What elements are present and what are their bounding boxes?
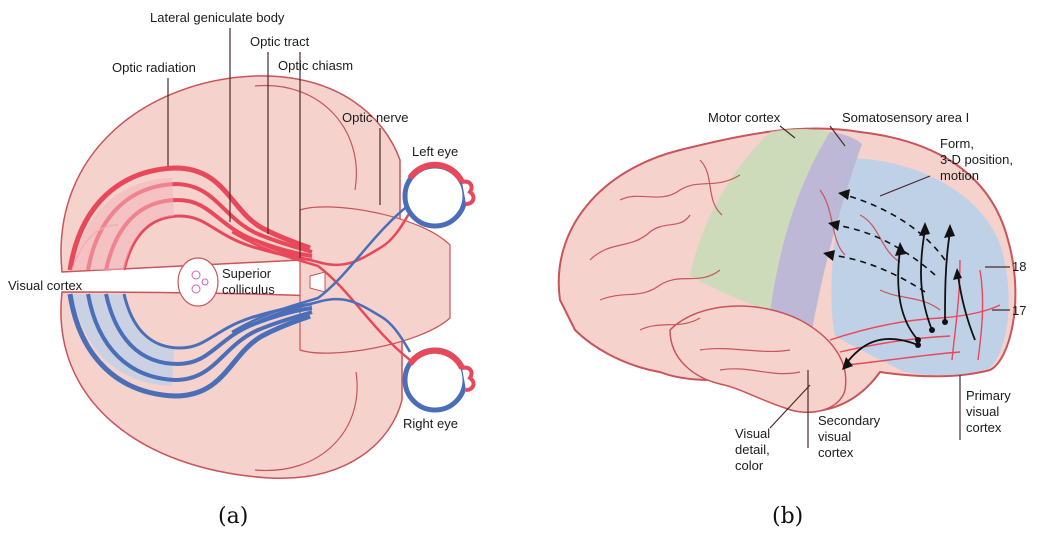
label-detail: detail, <box>735 442 770 457</box>
center-notch <box>310 272 325 292</box>
label-optic-tract: Optic tract <box>250 34 310 49</box>
label-primary-visual: visual <box>966 404 999 419</box>
label-motion: motion <box>940 168 979 183</box>
label-secondary-cortex: cortex <box>818 445 854 460</box>
label-optic-nerve: Optic nerve <box>342 110 408 125</box>
label-optic-radiation: Optic radiation <box>112 60 196 75</box>
caption-b: (b) <box>772 504 803 529</box>
label-somatosensory-area: Somatosensory area I <box>842 110 969 125</box>
label-primary: Primary <box>966 388 1011 403</box>
label-left-eye: Left eye <box>412 144 458 159</box>
label-area-18: 18 <box>1012 259 1026 274</box>
label-form: Form, <box>940 136 974 151</box>
label-optic-chiasm: Optic chiasm <box>278 58 353 73</box>
label-motor-cortex: Motor cortex <box>708 110 781 125</box>
label-lateral-geniculate-body: Lateral geniculate body <box>150 10 285 25</box>
superior-colliculus <box>178 258 218 306</box>
panel-a: Lateral geniculate body Optic tract Opti… <box>8 10 473 529</box>
panel-b: Motor cortex Somatosensory area I Form, … <box>559 110 1027 529</box>
label-area-17: 17 <box>1012 303 1026 318</box>
left-eye <box>405 165 473 226</box>
label-primary-cortex: cortex <box>966 420 1002 435</box>
label-colliculus: colliculus <box>222 282 275 297</box>
label-right-eye: Right eye <box>403 416 458 431</box>
label-secondary: Secondary <box>818 413 881 428</box>
label-visual: Visual <box>735 426 770 441</box>
label-superior: Superior <box>222 266 272 281</box>
right-eye <box>405 350 473 410</box>
label-secondary-visual: visual <box>818 429 851 444</box>
label-visual-cortex: Visual cortex <box>8 278 83 293</box>
label-3d-position: 3-D position, <box>940 152 1013 167</box>
caption-a: (a) <box>218 504 248 529</box>
label-color: color <box>735 458 764 473</box>
